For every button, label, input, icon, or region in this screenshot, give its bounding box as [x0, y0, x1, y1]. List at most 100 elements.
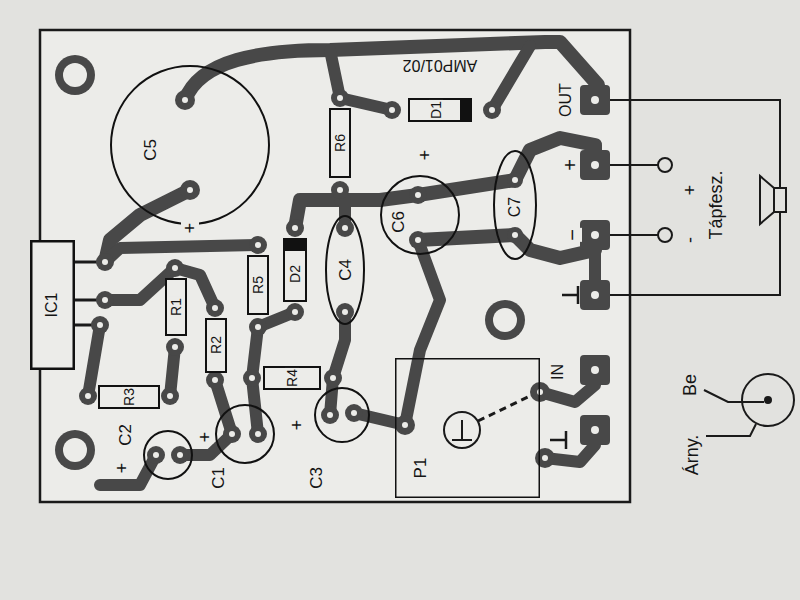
capacitor-outline-shape	[215, 404, 275, 464]
ground-symbol	[550, 286, 578, 449]
copper-trace	[492, 46, 530, 110]
pad-hole	[351, 410, 357, 416]
solder-pad	[580, 355, 610, 385]
pad-hole	[342, 309, 348, 315]
pad-hole	[172, 265, 178, 271]
part-label: R1	[169, 297, 183, 317]
pad-hole	[415, 237, 421, 243]
solder-pad	[324, 369, 342, 387]
part-label: R5	[251, 275, 265, 295]
external-wire	[610, 164, 658, 166]
mounting-hole	[485, 300, 525, 340]
input-jack	[742, 374, 794, 426]
solder-pad	[249, 425, 267, 443]
capacitor-outline: C4	[325, 215, 365, 325]
polarity-mark: +	[416, 149, 434, 162]
pad-hole	[537, 389, 543, 395]
pad-hole	[212, 305, 218, 311]
part-label: R2	[209, 335, 223, 355]
pad-hole	[489, 107, 495, 113]
solder-pad	[321, 406, 339, 424]
copper-trace	[105, 245, 258, 262]
pad-hole	[85, 393, 91, 399]
solder-pad	[223, 425, 241, 443]
part-label: R6	[333, 133, 347, 153]
solder-pad	[580, 415, 610, 445]
solder-pad	[166, 259, 184, 277]
ic-outline: IC1	[30, 240, 75, 370]
solder-pad	[580, 150, 610, 180]
part-label: D2	[288, 264, 302, 284]
potentiometer-symbol	[444, 412, 480, 448]
external-wire	[658, 228, 672, 242]
speaker-symbol	[774, 188, 786, 212]
capacitor-outline-shape	[314, 387, 370, 443]
pad-hole	[153, 452, 159, 458]
solder-pad	[580, 280, 610, 310]
resistor-symbol: R3	[98, 385, 160, 409]
solder-pad	[535, 448, 555, 468]
ground-symbol	[577, 286, 580, 304]
capacitor-outline: C6+	[380, 175, 460, 255]
pad-hole	[327, 412, 333, 418]
solder-pad	[331, 89, 349, 107]
solder-pad	[161, 387, 179, 405]
pad-hole	[591, 231, 599, 239]
speaker-symbol	[760, 176, 786, 224]
resistor-symbol: R6	[329, 108, 351, 178]
capacitor-outline-shape	[143, 430, 193, 480]
board-outline	[40, 30, 630, 502]
part-label: IC1	[44, 292, 60, 319]
pad-hole	[187, 187, 193, 193]
solder-pad	[331, 181, 349, 199]
pad-hole	[102, 297, 108, 303]
part-label: C4	[337, 258, 354, 282]
part-label: C2	[117, 423, 134, 447]
polarity-mark: +	[288, 419, 306, 432]
pad-hole	[512, 232, 518, 238]
mounting-hole	[63, 438, 87, 462]
pad-hole	[255, 324, 261, 330]
part-label: C3	[308, 466, 325, 490]
capacitor-outline	[216, 405, 274, 463]
polarity-mark: +	[181, 222, 199, 235]
solder-pad	[166, 338, 184, 356]
mounting-hole	[63, 63, 87, 87]
solder-pad	[96, 253, 114, 271]
diode-symbol: D1	[408, 98, 472, 122]
solder-pad	[580, 220, 610, 250]
pad-hole	[292, 225, 298, 231]
solder-pad	[286, 303, 304, 321]
capacitor-outline	[315, 388, 369, 442]
copper-trace	[88, 42, 598, 485]
part-label: C1	[210, 466, 227, 490]
capacitor-outline	[144, 431, 192, 479]
pad-hole	[212, 377, 218, 383]
part-label: R4	[285, 368, 299, 388]
part-label: C6	[390, 210, 407, 234]
part-label: C7	[507, 196, 523, 218]
pad-hole	[591, 426, 599, 434]
ic-outline	[31, 241, 74, 369]
resistor-symbol: R5	[247, 255, 269, 315]
capacitor-outline	[494, 151, 536, 259]
solder-pad	[91, 316, 109, 334]
capacitor-outline: C5+	[110, 65, 270, 225]
potentiometer-symbol	[444, 396, 530, 448]
solder-pad	[580, 85, 610, 115]
pad-hole	[85, 95, 599, 461]
diode-symbol	[409, 99, 471, 121]
external-wire	[610, 212, 780, 295]
capacitor-outline	[326, 216, 364, 324]
solder-pad	[345, 404, 363, 422]
potentiometer-outline: P1	[395, 358, 540, 498]
capacitor-outline: C3+	[314, 387, 370, 443]
supply-polarity: +	[681, 184, 699, 197]
pad-hole	[255, 242, 261, 248]
pad-hole	[512, 177, 518, 183]
solder-pad	[243, 369, 261, 387]
pad-hole	[102, 259, 108, 265]
solder-pad	[79, 85, 610, 468]
